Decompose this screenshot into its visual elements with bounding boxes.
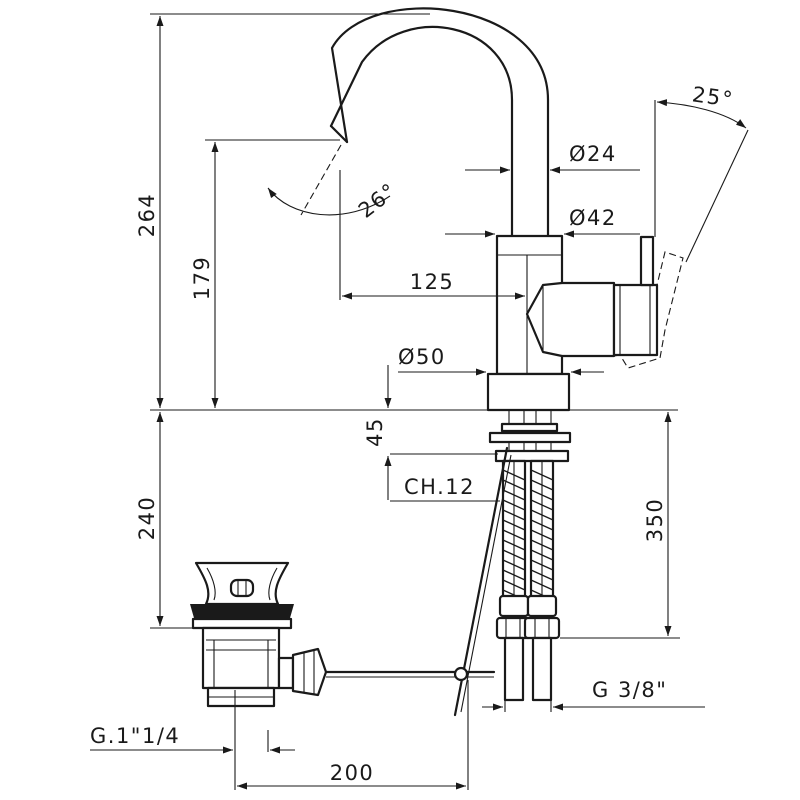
linkage-clip <box>453 666 469 682</box>
label-body-diameter: Ø42 <box>569 206 617 230</box>
label-spout-swivel: 26° <box>354 178 402 223</box>
label-base-diameter: Ø50 <box>398 345 446 369</box>
flexible-hoses <box>495 459 561 702</box>
lever-rotated <box>613 251 684 369</box>
spout-tube <box>329 25 514 240</box>
label-thread-length: 45 <box>363 417 387 447</box>
label-total-height: 264 <box>135 193 159 238</box>
cartridge-housing <box>525 281 616 358</box>
mixer-base <box>486 372 571 412</box>
drain-plug-slot <box>229 578 255 598</box>
fixing-nut <box>500 422 559 433</box>
label-drain-offset: 200 <box>330 761 375 785</box>
linkage-nut <box>277 656 295 690</box>
dimension-lines <box>90 13 749 790</box>
label-spout-height: 179 <box>190 256 214 301</box>
label-nut-size: CH.12 <box>404 475 475 499</box>
label-reach: 125 <box>410 270 455 294</box>
label-tube-diameter: Ø24 <box>569 142 617 166</box>
drain-body <box>201 626 281 690</box>
label-drain-thread: G.1"1/4 <box>90 724 180 748</box>
label-lever-rotation: 25° <box>691 82 736 112</box>
drain-flange <box>190 604 294 618</box>
dimension-labels: 264 179 240 350 45 125 Ø24 Ø42 Ø50 CH.12… <box>90 82 735 785</box>
spout-tube-inner <box>330 7 550 240</box>
fixing-washer <box>488 431 572 444</box>
label-below-deck: 240 <box>135 496 159 541</box>
lever-handle <box>639 235 655 287</box>
label-hose-length: 350 <box>643 498 667 543</box>
label-hose-connection: G 3/8" <box>592 678 667 702</box>
faucet-outline <box>329 7 684 717</box>
spout-tip <box>329 124 349 144</box>
popup-waste <box>190 561 496 708</box>
